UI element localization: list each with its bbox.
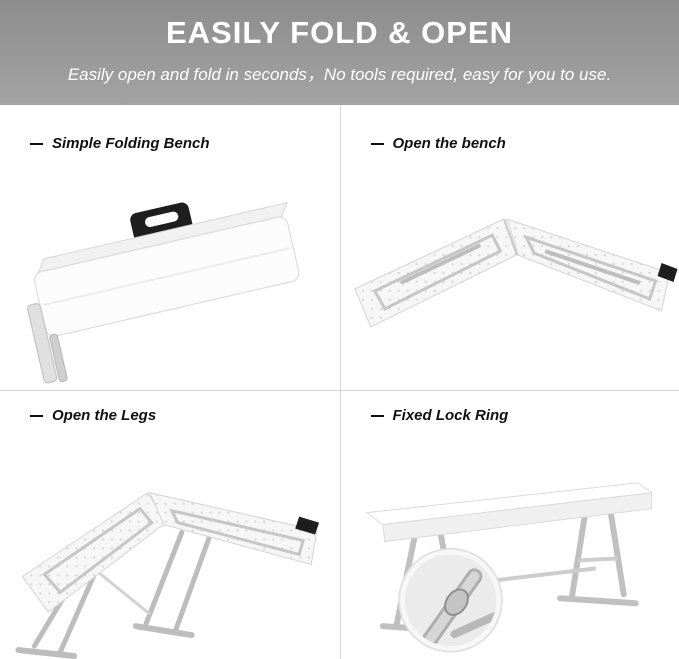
folded-bench-image bbox=[0, 161, 340, 390]
dash-icon bbox=[370, 414, 384, 417]
open-bench-image bbox=[341, 161, 679, 390]
unfolded-legs bbox=[15, 530, 213, 659]
carry-handle-icon bbox=[295, 516, 320, 535]
assembled-bench-illustration bbox=[365, 482, 653, 653]
lock-ring bbox=[443, 588, 469, 617]
panel-open-the-bench: Open the bench bbox=[339, 105, 679, 390]
folded-bench-illustration bbox=[27, 201, 300, 384]
open-bench-illustration bbox=[353, 218, 678, 328]
panel-label: Fixed Lock Ring bbox=[392, 407, 509, 424]
left-leg-frame bbox=[372, 233, 502, 311]
folded-legs bbox=[27, 303, 58, 384]
open-legs-illustration bbox=[15, 492, 320, 659]
panel-simple-folding-bench: Simple Folding Bench bbox=[0, 105, 340, 390]
panel-caption: Open the Legs bbox=[0, 391, 340, 424]
panel-label: Open the bench bbox=[392, 135, 506, 152]
open-legs-image bbox=[0, 437, 340, 659]
panel-caption: Simple Folding Bench bbox=[0, 105, 340, 152]
dash-icon bbox=[30, 142, 43, 145]
panel-label: Open the Legs bbox=[52, 407, 157, 424]
page-title: EASILY FOLD & OPEN bbox=[165, 15, 513, 50]
header-banner: EASILY FOLD & OPEN Easily open and fold … bbox=[0, 0, 679, 105]
carry-handle-icon bbox=[657, 263, 678, 282]
panel-caption: Fixed Lock Ring bbox=[341, 391, 679, 424]
panel-caption: Open the bench bbox=[341, 105, 679, 152]
panel-fixed-lock-ring: Fixed Lock Ring bbox=[339, 390, 679, 659]
dash-icon bbox=[30, 414, 43, 417]
page-subtitle: Easily open and fold in seconds，No tools… bbox=[67, 64, 612, 84]
hinge bbox=[502, 218, 518, 256]
assembled-bench-image bbox=[341, 437, 679, 659]
dash-icon bbox=[370, 142, 384, 145]
steps-grid: Simple Folding Bench bbox=[0, 105, 679, 659]
panel-label: Simple Folding Bench bbox=[52, 135, 210, 152]
panel-open-the-legs: Open the Legs bbox=[0, 390, 340, 659]
right-leg-frame bbox=[522, 234, 657, 301]
